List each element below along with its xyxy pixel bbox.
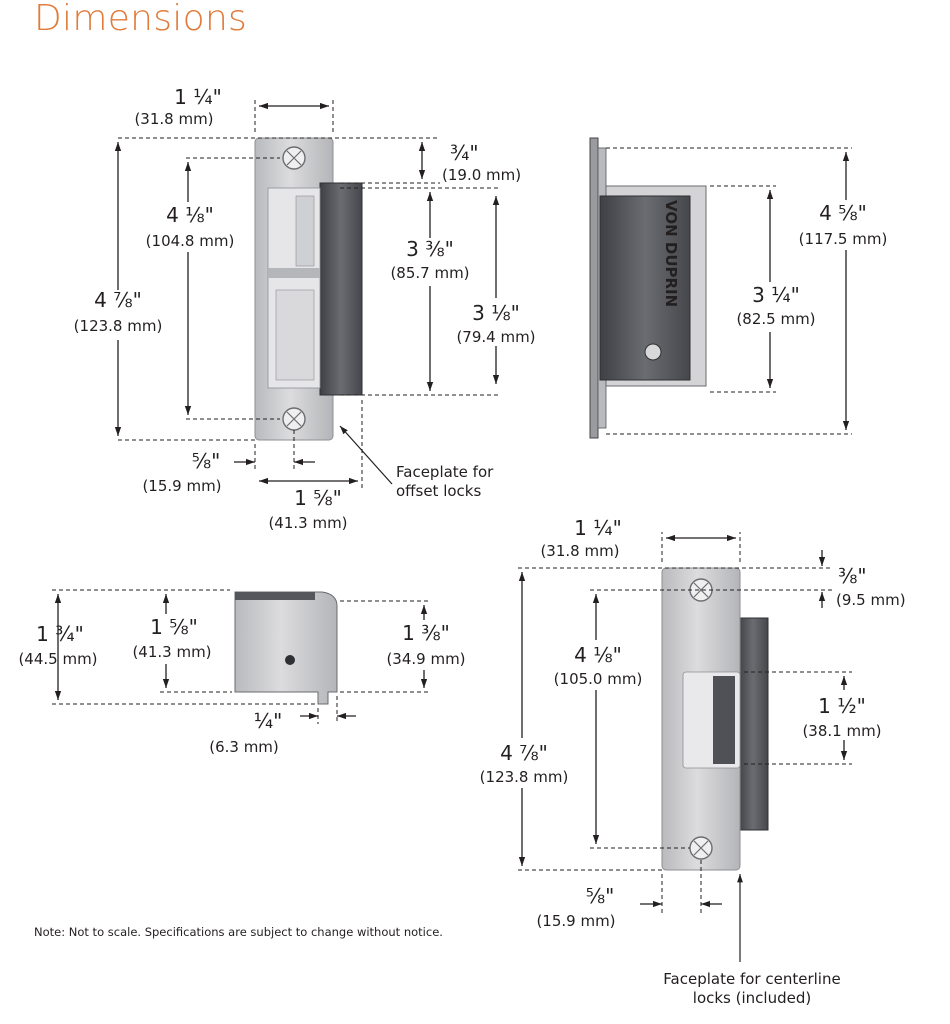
dim-cl-width-mm: (31.8 mm)	[540, 542, 619, 560]
dim-top-offset-mm: (19.0 mm)	[442, 166, 521, 184]
callout-offset-line2: offset locks	[396, 482, 481, 500]
dim-lip-mm: (6.3 mm)	[209, 738, 279, 756]
centerline-view: 1 ¼" (31.8 mm) ⅜" (9.5 mm) 4 ⅛" (105.0 m…	[470, 516, 906, 1007]
screw-icon	[693, 840, 709, 856]
dim-depth-total-mm: (44.5 mm)	[18, 650, 97, 668]
dim-width-frac: 1 ¼"	[174, 85, 222, 109]
dim-cl-top-frac: ⅜"	[838, 564, 867, 588]
strike-body	[737, 617, 769, 831]
dim-height-frac: 4 ⅞"	[94, 288, 142, 312]
dim-edge-mm: (15.9 mm)	[142, 477, 221, 495]
dim-cl-edge-mm: (15.9 mm)	[536, 912, 615, 930]
dim-spacing-frac: 4 ⅛"	[166, 203, 214, 227]
dim-keeper-frac: 3 ⅜"	[406, 237, 454, 261]
brand-label: VON DUPRIN	[662, 200, 680, 307]
dim-cl-top-mm: (9.5 mm)	[836, 591, 906, 609]
dim-cl-opening-mm: (38.1 mm)	[802, 722, 881, 740]
dim-side-height-frac: 4 ⅝"	[819, 201, 867, 225]
ul-logo-icon	[644, 343, 662, 361]
screw-icon	[286, 411, 302, 427]
dim-spacing-mm: (104.8 mm)	[146, 232, 235, 250]
dim-keeper-mm: (85.7 mm)	[390, 264, 469, 282]
page-title: Dimensions	[34, 0, 248, 39]
dim-depth-right-frac: 1 ⅜"	[402, 621, 450, 645]
dim-cl-width-frac: 1 ¼"	[574, 516, 622, 540]
dim-width-mm: (31.8 mm)	[134, 110, 213, 128]
strike-top-outline	[234, 591, 338, 705]
dim-cl-opening-frac: 1 ½"	[818, 694, 866, 718]
faceplate-edge	[589, 137, 599, 439]
dim-height-mm: (123.8 mm)	[74, 317, 163, 335]
screw-hole-icon	[285, 655, 295, 665]
callout-centerline-line2: locks (included)	[693, 989, 811, 1007]
dim-opening-frac: 3 ⅛"	[472, 301, 520, 325]
dim-lip-frac: ¼"	[254, 709, 283, 733]
dim-edge-frac: ⅝"	[192, 449, 221, 473]
dim-cl-spacing-mm: (105.0 mm)	[554, 670, 643, 688]
dim-total-width-mm: (41.3 mm)	[268, 514, 347, 532]
dim-total-width-frac: 1 ⅝"	[294, 486, 342, 510]
dim-side-height-mm: (117.5 mm)	[799, 230, 888, 248]
dim-body-height-frac: 3 ¼"	[752, 283, 800, 307]
dim-top-offset-frac: ¾"	[450, 141, 479, 165]
disclaimer-note: Note: Not to scale. Specifications are s…	[34, 925, 443, 939]
dim-depth-total-frac: 1 ¾"	[36, 622, 84, 646]
dim-depth-body-mm: (41.3 mm)	[132, 643, 211, 661]
dim-cl-spacing-frac: 4 ⅛"	[574, 643, 622, 667]
screw-icon	[286, 150, 302, 166]
keeper-divider	[268, 268, 320, 278]
screw-icon	[693, 582, 709, 598]
keeper-lower	[275, 289, 315, 381]
strike-body	[319, 182, 363, 396]
dim-depth-right-mm: (34.9 mm)	[386, 650, 465, 668]
dim-opening-mm: (79.4 mm)	[456, 328, 535, 346]
keeper	[713, 676, 735, 764]
top-view: 1 ¾" (44.5 mm) 1 ⅝" (41.3 mm) 1 ⅜" (34.9…	[18, 589, 472, 756]
callout-offset-line1: Faceplate for	[396, 463, 494, 481]
dim-body-height-mm: (82.5 mm)	[736, 310, 815, 328]
side-view: VON DUPRIN 4 ⅝" (117.5 mm) 3 ¼" (82.5 mm…	[589, 137, 896, 439]
callout-centerline-line1: Faceplate for centerline	[663, 970, 840, 988]
dim-cl-edge-frac: ⅝"	[586, 884, 615, 908]
keeper-upper	[295, 195, 315, 267]
front-view: 1 ¼" (31.8 mm) 4 ⅞" (123.8 mm) 4 ⅛" (104…	[58, 85, 544, 532]
dim-depth-body-frac: 1 ⅝"	[150, 615, 198, 639]
dim-cl-height-mm: (123.8 mm)	[480, 768, 569, 786]
dim-cl-height-frac: 4 ⅞"	[500, 741, 548, 765]
